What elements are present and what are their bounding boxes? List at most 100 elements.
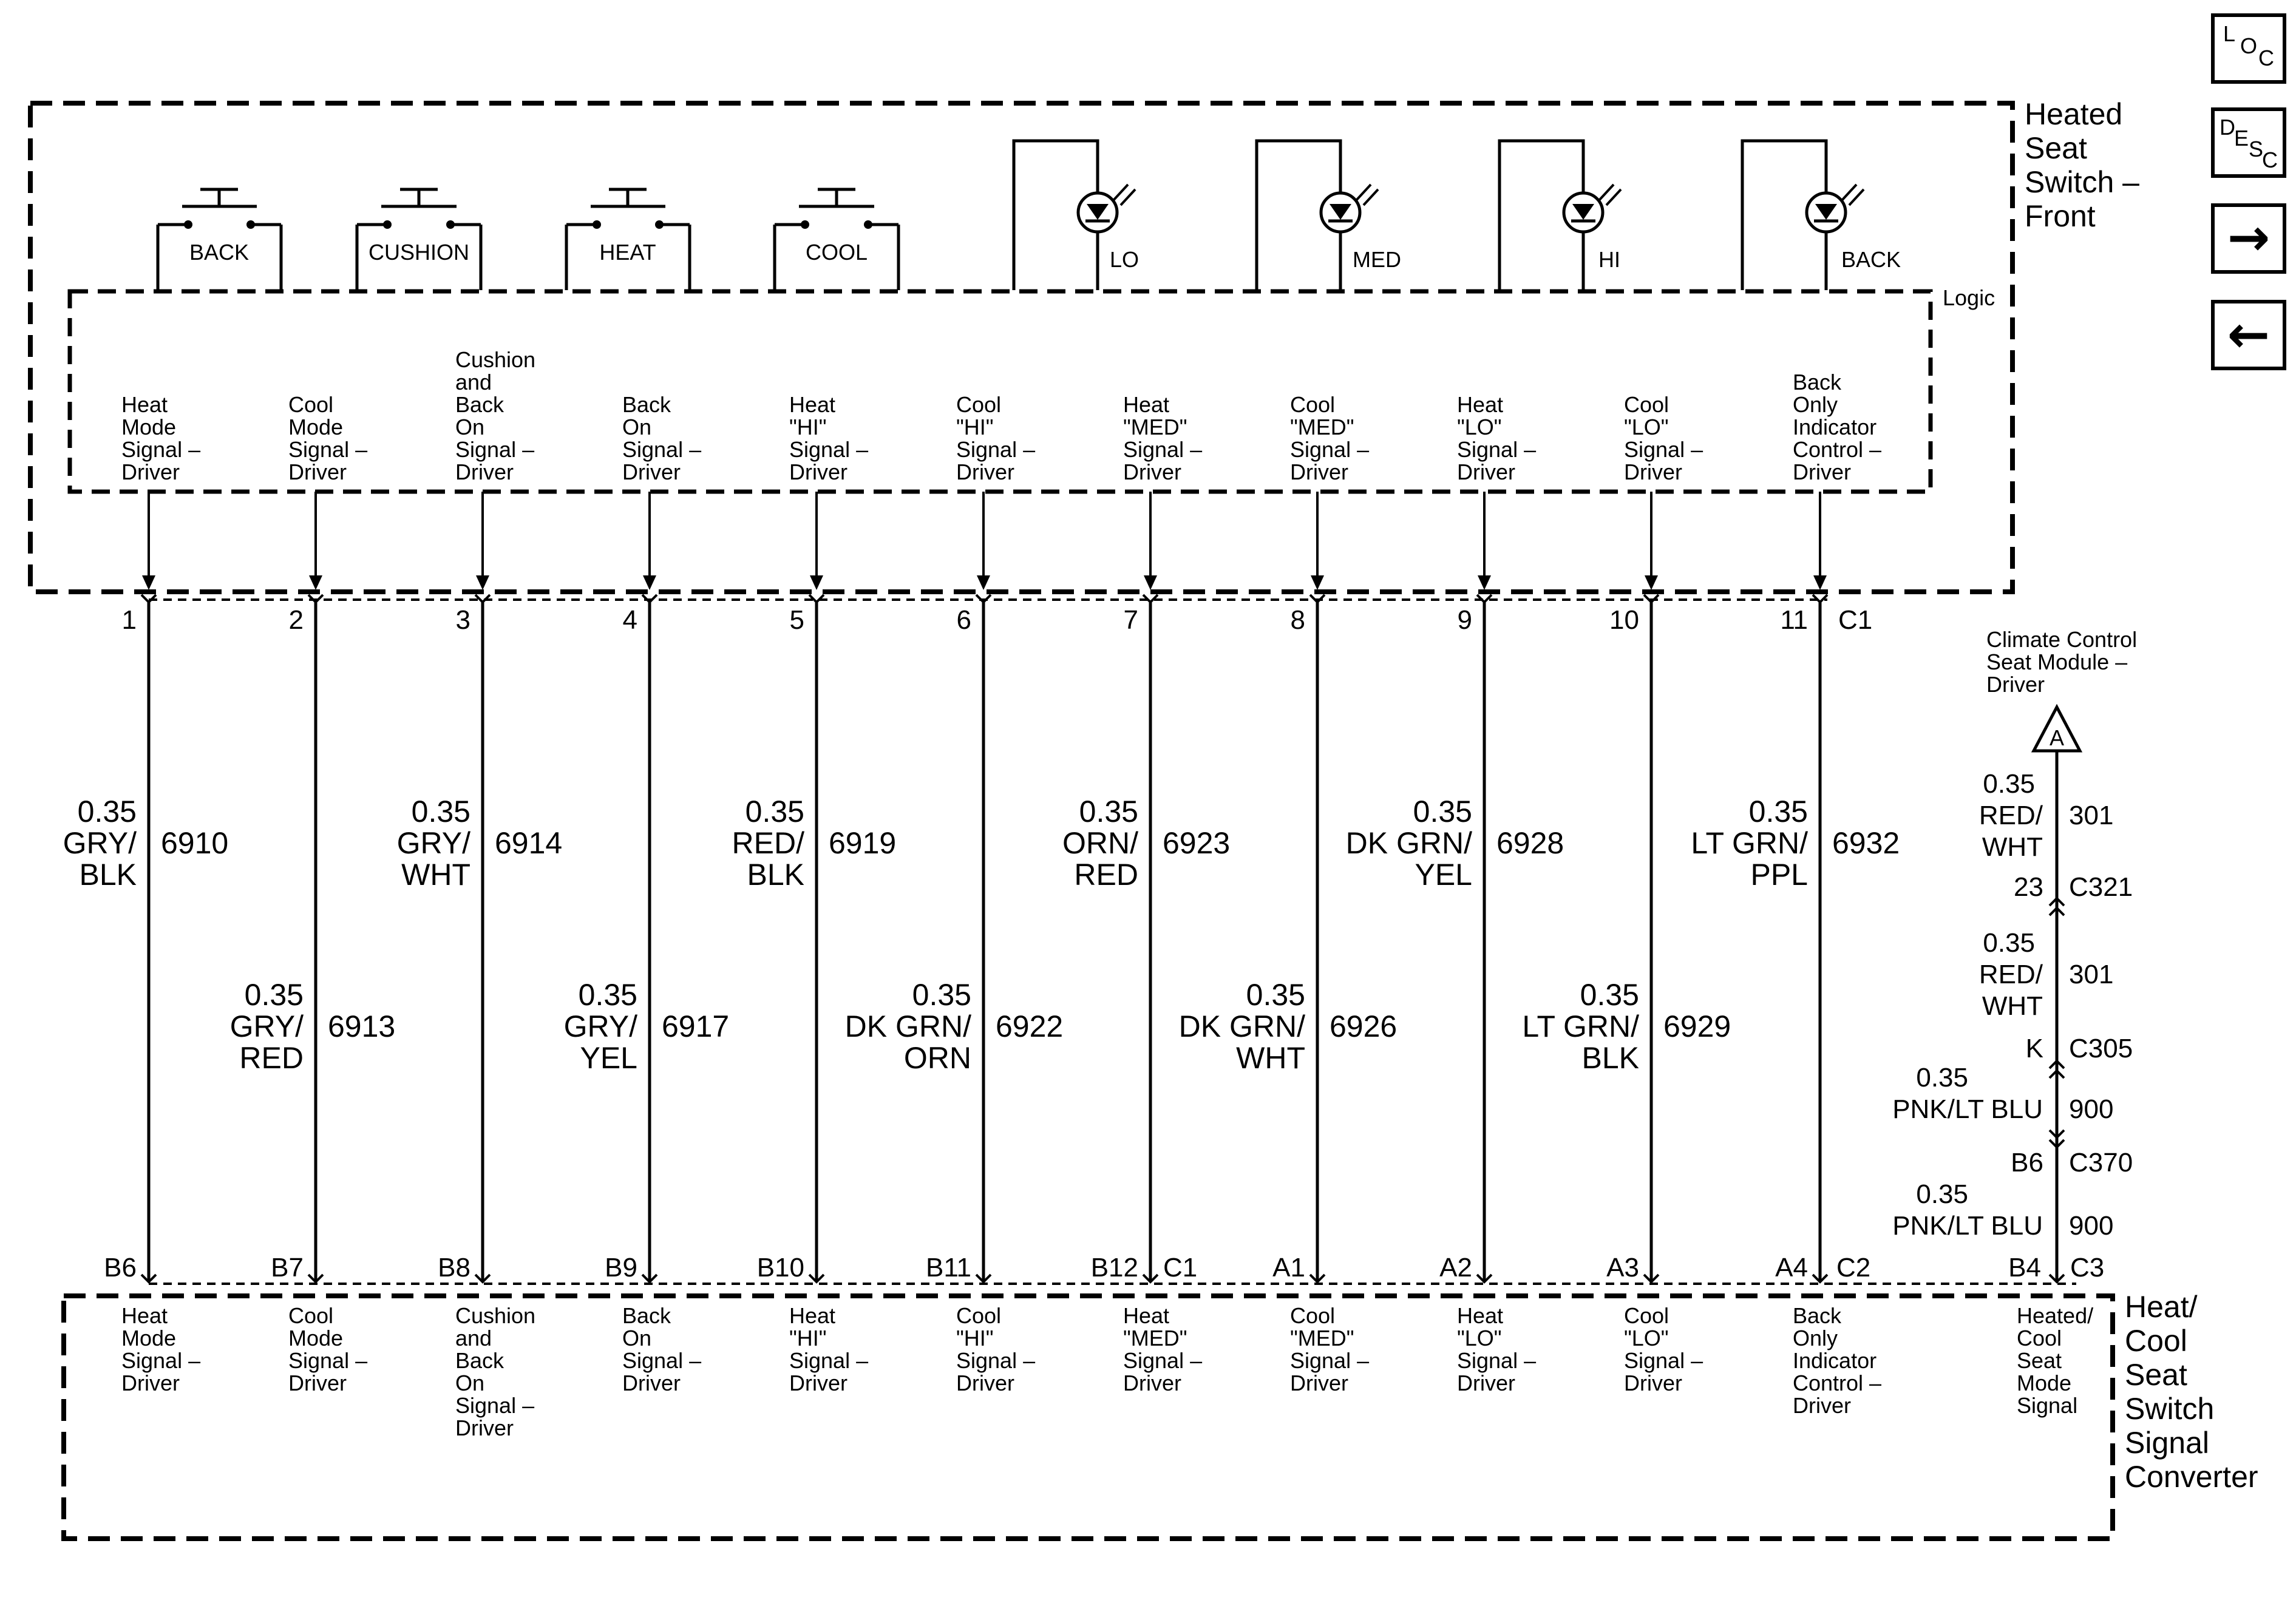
bottom-pin-4: B9	[605, 1253, 637, 1283]
indicator-back: BACK	[1741, 139, 1901, 290]
svg-text:S: S	[2249, 137, 2263, 161]
wire-size-11: 0.35	[1749, 795, 1808, 829]
wire-size-2: 0.35	[245, 978, 304, 1012]
arrow-head-icon	[810, 575, 823, 590]
inline-c370-icon	[2048, 1129, 2065, 1139]
indicator-med: MED	[1255, 139, 1401, 290]
wire-color-9-a: DK GRN/	[1346, 826, 1472, 860]
circuit-number-5: 6919	[829, 826, 896, 860]
top-pin-3: 3	[456, 605, 470, 635]
mode-seg2-color-1: RED/	[1979, 960, 2043, 989]
switch-heat: HEAT	[565, 188, 691, 290]
converter-signal-3-line-2: Back	[455, 1348, 504, 1373]
next-page-button[interactable]: →	[2211, 203, 2286, 274]
top-pin-8: 8	[1291, 605, 1305, 635]
logic-signal-5-line-1: "HI"	[789, 415, 827, 439]
wire-size-1: 0.35	[78, 795, 137, 829]
converter-signal-3-line-0: Cushion	[455, 1303, 535, 1328]
svg-text:C: C	[2262, 147, 2278, 172]
mode-seg2-circuit: 301	[2069, 960, 2113, 989]
wire-color-10-b: BLK	[1581, 1041, 1639, 1075]
converter-signal-10-line-2: Signal –	[1624, 1348, 1703, 1373]
wire-size-7: 0.35	[1079, 795, 1138, 829]
arrow-left-icon: ←	[2227, 305, 2270, 364]
arrow-head-icon	[1311, 575, 1324, 590]
logic-signal-2-line-3: Driver	[288, 459, 347, 484]
svg-text:O: O	[2240, 33, 2257, 58]
arrow-head-icon	[309, 575, 322, 590]
converter-signal-11-line-0: Back	[1793, 1303, 1842, 1328]
arrow-head-icon	[142, 575, 155, 590]
converter-signal-11-line-3: Control –	[1793, 1371, 1881, 1395]
wire-color-1-b: BLK	[79, 858, 137, 892]
wire-size-3: 0.35	[412, 795, 470, 829]
logic-signal-3-line-5: Driver	[455, 459, 514, 484]
logic-signal-7-line-1: "MED"	[1123, 415, 1187, 439]
climate-module-title: Climate Control Seat Module – Driver	[1986, 627, 2143, 697]
logic-signal-1-line-1: Mode	[121, 415, 176, 439]
desc-button[interactable]: D E S C	[2211, 107, 2286, 178]
converter-signal-7-line-1: "MED"	[1123, 1326, 1187, 1351]
logic-signal-10-line-1: "LO"	[1624, 415, 1669, 439]
converter-signal-3-line-1: and	[455, 1326, 492, 1351]
bottom-connector-c3: C3	[2070, 1253, 2104, 1283]
prev-page-button[interactable]: ←	[2211, 300, 2286, 370]
reference-marker-label: A	[2050, 725, 2064, 750]
top-pin-5: 5	[790, 605, 804, 635]
converter-signal-4-line-3: Driver	[622, 1371, 681, 1395]
bottom-pin-3: B8	[438, 1253, 470, 1283]
connector-chevron-icon	[1643, 1273, 1660, 1284]
circuit-number-2: 6913	[328, 1009, 395, 1043]
top-pin-6: 6	[957, 605, 971, 635]
logic-signal-6-line-3: Driver	[956, 459, 1014, 484]
wire-color-7-a: ORN/	[1062, 826, 1138, 860]
converter-signal-3-line-3: On	[455, 1371, 484, 1395]
top-pin-11: 11	[1780, 605, 1808, 635]
converter-signal-9-line-3: Driver	[1457, 1371, 1515, 1395]
arrow-head-icon	[1144, 575, 1157, 590]
bottom-pin-5: B10	[757, 1253, 804, 1283]
converter-signal-2-line-3: Driver	[288, 1371, 347, 1395]
converter-signal-11-line-4: Driver	[1793, 1393, 1851, 1418]
logic-signal-1-line-3: Driver	[121, 459, 180, 484]
converter-signal-11-line-2: Indicator	[1793, 1348, 1877, 1373]
connector-chevron-icon	[975, 1273, 992, 1284]
loc-button[interactable]: L O C	[2211, 13, 2286, 84]
switch-cushion: CUSHION	[355, 188, 483, 290]
connector-chevron-icon	[140, 1273, 157, 1284]
logic-signal-11-line-3: Control –	[1793, 437, 1881, 462]
converter-signal-4-line-0: Back	[622, 1303, 671, 1328]
bottom-pin-10: A3	[1606, 1253, 1639, 1283]
indicator-hi-label: HI	[1598, 247, 1620, 272]
inline-c305-id: C305	[2069, 1034, 2133, 1063]
mode-seg3-circuit: 900	[2069, 1094, 2113, 1124]
converter-signal-8-line-3: Driver	[1290, 1371, 1348, 1395]
logic-signal-5-line-0: Heat	[789, 392, 835, 417]
connector-chevron-icon	[1812, 1273, 1829, 1284]
connector-chevron-icon	[1142, 594, 1159, 604]
bottom-pin-9: A2	[1439, 1253, 1472, 1283]
converter-signal-5-line-3: Driver	[789, 1371, 847, 1395]
connector-chevron-icon	[307, 1273, 324, 1284]
converter-signal-9-line-0: Heat	[1457, 1303, 1503, 1328]
switch-cool-label: COOL	[806, 240, 868, 265]
arrow-head-icon	[1813, 575, 1827, 590]
mode-seg1-circuit: 301	[2069, 801, 2113, 830]
switch-cool: COOL	[773, 188, 900, 290]
top-pin-10: 10	[1609, 605, 1639, 635]
logic-signal-3-line-2: Back	[455, 392, 504, 417]
wire-color-10-a: LT GRN/	[1522, 1009, 1639, 1043]
logic-signal-4-line-3: Driver	[622, 459, 681, 484]
mode-seg3-color: PNK/LT BLU	[1892, 1094, 2043, 1124]
logic-signal-8-line-0: Cool	[1290, 392, 1335, 417]
logic-signal-11-line-4: Driver	[1793, 459, 1851, 484]
circuit-number-3: 6914	[495, 826, 562, 860]
wire-color-7-b: RED	[1074, 858, 1138, 892]
converter-signal-1-line-0: Heat	[121, 1303, 168, 1328]
inline-c370-pin: B6	[2011, 1148, 2043, 1178]
mode-bottom-pin: B4	[2008, 1253, 2041, 1283]
svg-text:L: L	[2223, 21, 2235, 46]
converter-signal-8-line-1: "MED"	[1290, 1326, 1354, 1351]
wire-color-4-b: YEL	[580, 1041, 637, 1075]
logic-signal-11-line-2: Indicator	[1793, 415, 1877, 439]
